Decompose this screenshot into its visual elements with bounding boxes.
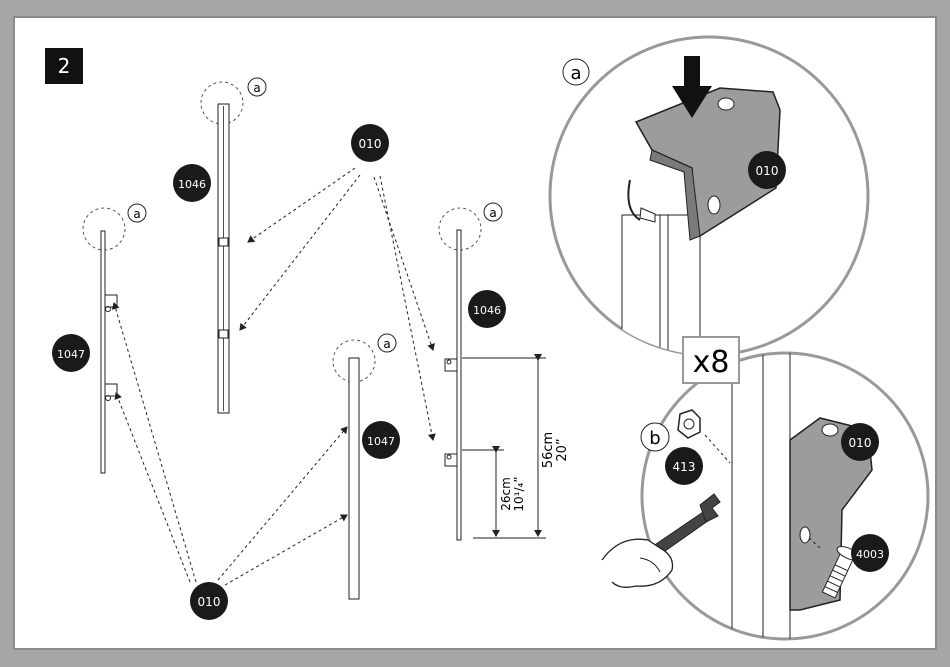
post-1047-left: a xyxy=(83,204,146,473)
svg-text:010: 010 xyxy=(756,164,779,178)
badge-010-detail-a: 010 xyxy=(748,151,786,189)
svg-text:1046: 1046 xyxy=(178,178,206,191)
svg-text:4003: 4003 xyxy=(856,548,884,561)
detail-a-callout: a xyxy=(489,206,496,220)
svg-text:1046: 1046 xyxy=(473,304,501,317)
dimension-26cm: 26cm xyxy=(499,477,513,511)
svg-text:010: 010 xyxy=(198,595,221,609)
detail-b-label: b xyxy=(649,428,660,449)
dimension-20in: 20” xyxy=(555,438,570,461)
badge-010-top: 010 xyxy=(351,124,389,162)
badge-413: 413 xyxy=(665,447,703,485)
svg-text:1047: 1047 xyxy=(367,435,395,448)
dimension-10-1-4in: 10¹/₄” xyxy=(512,476,526,511)
step-number: 2 xyxy=(58,54,71,78)
badge-1047-center: 1047 xyxy=(362,421,400,459)
post-1046-middle: a xyxy=(201,78,266,413)
badge-1047-left: 1047 xyxy=(52,334,90,372)
badge-1046-middle: 1046 xyxy=(173,164,211,202)
detail-b-magnified-view: b xyxy=(602,352,928,640)
svg-text:1047: 1047 xyxy=(57,348,85,361)
badge-010-detail-b: 010 xyxy=(841,423,879,461)
badge-1046-right: 1046 xyxy=(468,290,506,328)
badge-010-bottom: 010 xyxy=(190,582,228,620)
quantity-label: x8 xyxy=(693,345,730,380)
quantity-box: x8 xyxy=(683,337,739,383)
svg-text:010: 010 xyxy=(849,436,872,450)
svg-text:413: 413 xyxy=(673,460,696,474)
detail-a-callout: a xyxy=(133,207,140,221)
detail-a-magnified-view: a xyxy=(550,37,868,375)
dimension-56cm: 56cm xyxy=(541,432,556,468)
pointer-arrows xyxy=(114,168,433,585)
detail-a-callout: a xyxy=(253,81,260,95)
post-1047-center: a xyxy=(333,334,396,599)
step-badge: 2 xyxy=(45,48,83,84)
svg-text:010: 010 xyxy=(359,137,382,151)
detail-a-label: a xyxy=(570,63,581,84)
detail-a-callout: a xyxy=(383,337,390,351)
badge-4003: 4003 xyxy=(851,534,889,572)
post-1046-right: a xyxy=(439,203,502,540)
